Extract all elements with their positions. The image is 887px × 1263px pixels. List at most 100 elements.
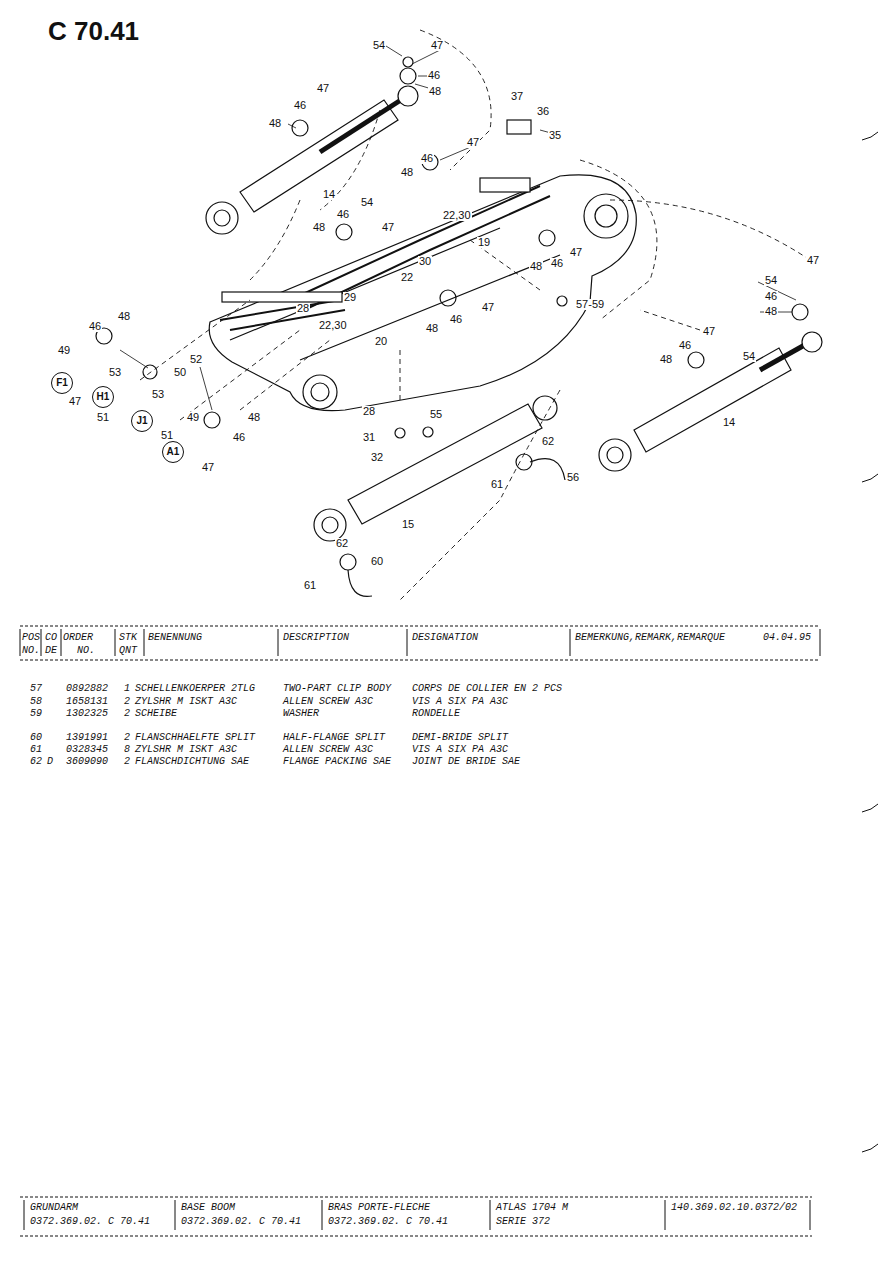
table-cell: ZYLSHR M ISKT A3C	[135, 745, 237, 755]
table-cell: DESIGNATION	[412, 633, 478, 643]
table-cell: 8	[124, 745, 130, 755]
callout-number: 54	[742, 351, 756, 362]
callout-number: 62	[335, 538, 349, 549]
callout-number: 48	[529, 261, 543, 272]
table-cell: ZYLSHR M ISKT A3C	[135, 697, 237, 707]
callout-number: 46	[336, 209, 350, 220]
callout-number: 61	[490, 479, 504, 490]
callout-number: 22,30	[442, 210, 472, 221]
reference-letter: F1	[56, 378, 68, 388]
table-cell: VIS A SIX PA A3C	[412, 745, 508, 755]
table-cell: TWO-PART CLIP BODY	[283, 684, 391, 694]
callout-number: 46	[764, 291, 778, 302]
table-cell: VIS A SIX PA A3C	[412, 697, 508, 707]
table-cell: HALF-FLANGE SPLIT	[283, 733, 385, 743]
table-cell: 59	[30, 709, 42, 719]
callout-number: 47	[806, 255, 820, 266]
callout-number: 52	[189, 354, 203, 365]
callout-number: 48	[247, 412, 261, 423]
callout-number: 22,30	[318, 320, 348, 331]
table-cell: WASHER	[283, 709, 319, 719]
table-cell: ALLEN SCREW A3C	[283, 745, 373, 755]
callout-number: 29	[343, 292, 357, 303]
table-cell: 2	[124, 697, 130, 707]
callout-number: 48	[268, 118, 282, 129]
callout-number: 54	[372, 40, 386, 51]
callout-number: 49	[186, 412, 200, 423]
callout-number: 46	[232, 432, 246, 443]
callout-number: 47	[466, 137, 480, 148]
table-cell: POS	[22, 633, 40, 643]
callout-number: 46	[550, 258, 564, 269]
callout-number: 28	[296, 303, 310, 314]
callout-number: 28	[362, 406, 376, 417]
table-cell: CORPS DE COLLIER EN 2 PCS	[412, 684, 562, 694]
footer-cell: 0372.369.02. C 70.41	[328, 1217, 448, 1227]
callout-number: 15	[401, 519, 415, 530]
table-cell: JOINT DE BRIDE SAE	[412, 757, 520, 767]
table-cell: 2	[124, 709, 130, 719]
callout-number: 46	[420, 153, 434, 164]
callout-number: 22	[400, 272, 414, 283]
table-cell: FLANGE PACKING SAE	[283, 757, 391, 767]
table-cell: SCHELLENKOERPER 2TLG	[135, 684, 255, 694]
callout-number: 47	[481, 302, 495, 313]
callout-number: 47	[316, 83, 330, 94]
reference-letter: A1	[167, 447, 180, 457]
table-cell: DE	[45, 646, 57, 656]
table-cell: 61	[30, 745, 42, 755]
table-cell: FLANSCHHAELFTE SPLIT	[135, 733, 255, 743]
callout-number: 46	[88, 321, 102, 332]
table-cell: DEMI-BRIDE SPLIT	[412, 733, 508, 743]
table-cell: 62	[30, 757, 42, 767]
table-cell: 1302325	[66, 709, 108, 719]
callout-number: 14	[722, 417, 736, 428]
callout-number: 14	[322, 189, 336, 200]
circled-reference: J1	[131, 410, 153, 432]
callout-number: 46	[678, 340, 692, 351]
table-cell: RONDELLE	[412, 709, 460, 719]
table-cell: 0328345	[66, 745, 108, 755]
callout-number: 51	[160, 430, 174, 441]
table-cell: 1	[124, 684, 130, 694]
reference-letter: J1	[136, 416, 147, 426]
callout-number: 48	[764, 306, 778, 317]
table-cell: BEMERKUNG,REMARK,REMARQUE	[575, 633, 725, 643]
callout-number: 47	[201, 462, 215, 473]
callout-number: 56	[566, 472, 580, 483]
callout-number: 32	[370, 452, 384, 463]
callout-number: 48	[428, 86, 442, 97]
table-cell: 58	[30, 697, 42, 707]
table-cell: CO	[45, 633, 57, 643]
footer-cell: GRUNDARM	[30, 1203, 78, 1213]
table-cell: 60	[30, 733, 42, 743]
table-cell: ALLEN SCREW A3C	[283, 697, 373, 707]
callout-number: 53	[151, 389, 165, 400]
table-cell: 3609090	[66, 757, 108, 767]
callout-number: 61	[303, 580, 317, 591]
table-cell: QNT	[119, 646, 137, 656]
footer-cell: BRAS PORTE-FLECHE	[328, 1203, 430, 1213]
callout-number: 47	[569, 247, 583, 258]
table-cell: 1391991	[66, 733, 108, 743]
table-cell: DESCRIPTION	[283, 633, 349, 643]
table-cell: 2	[124, 757, 130, 767]
callout-number: 46	[293, 100, 307, 111]
callout-number: 53	[108, 367, 122, 378]
reference-letter: H1	[97, 392, 110, 402]
callout-number: 47	[68, 396, 82, 407]
callout-number: 48	[400, 167, 414, 178]
table-cell: 0892882	[66, 684, 108, 694]
table-cell: NO.	[22, 646, 40, 656]
table-cell: ORDER	[63, 633, 93, 643]
footer-cell: 140.369.02.10.0372/02	[671, 1203, 797, 1213]
callout-number: 35	[548, 130, 562, 141]
table-cell: 2	[124, 733, 130, 743]
callout-number: 54	[764, 275, 778, 286]
table-cell: STK	[119, 633, 137, 643]
callout-number: 19	[477, 237, 491, 248]
circled-reference: F1	[51, 372, 73, 394]
table-cell: BENENNUNG	[148, 633, 202, 643]
